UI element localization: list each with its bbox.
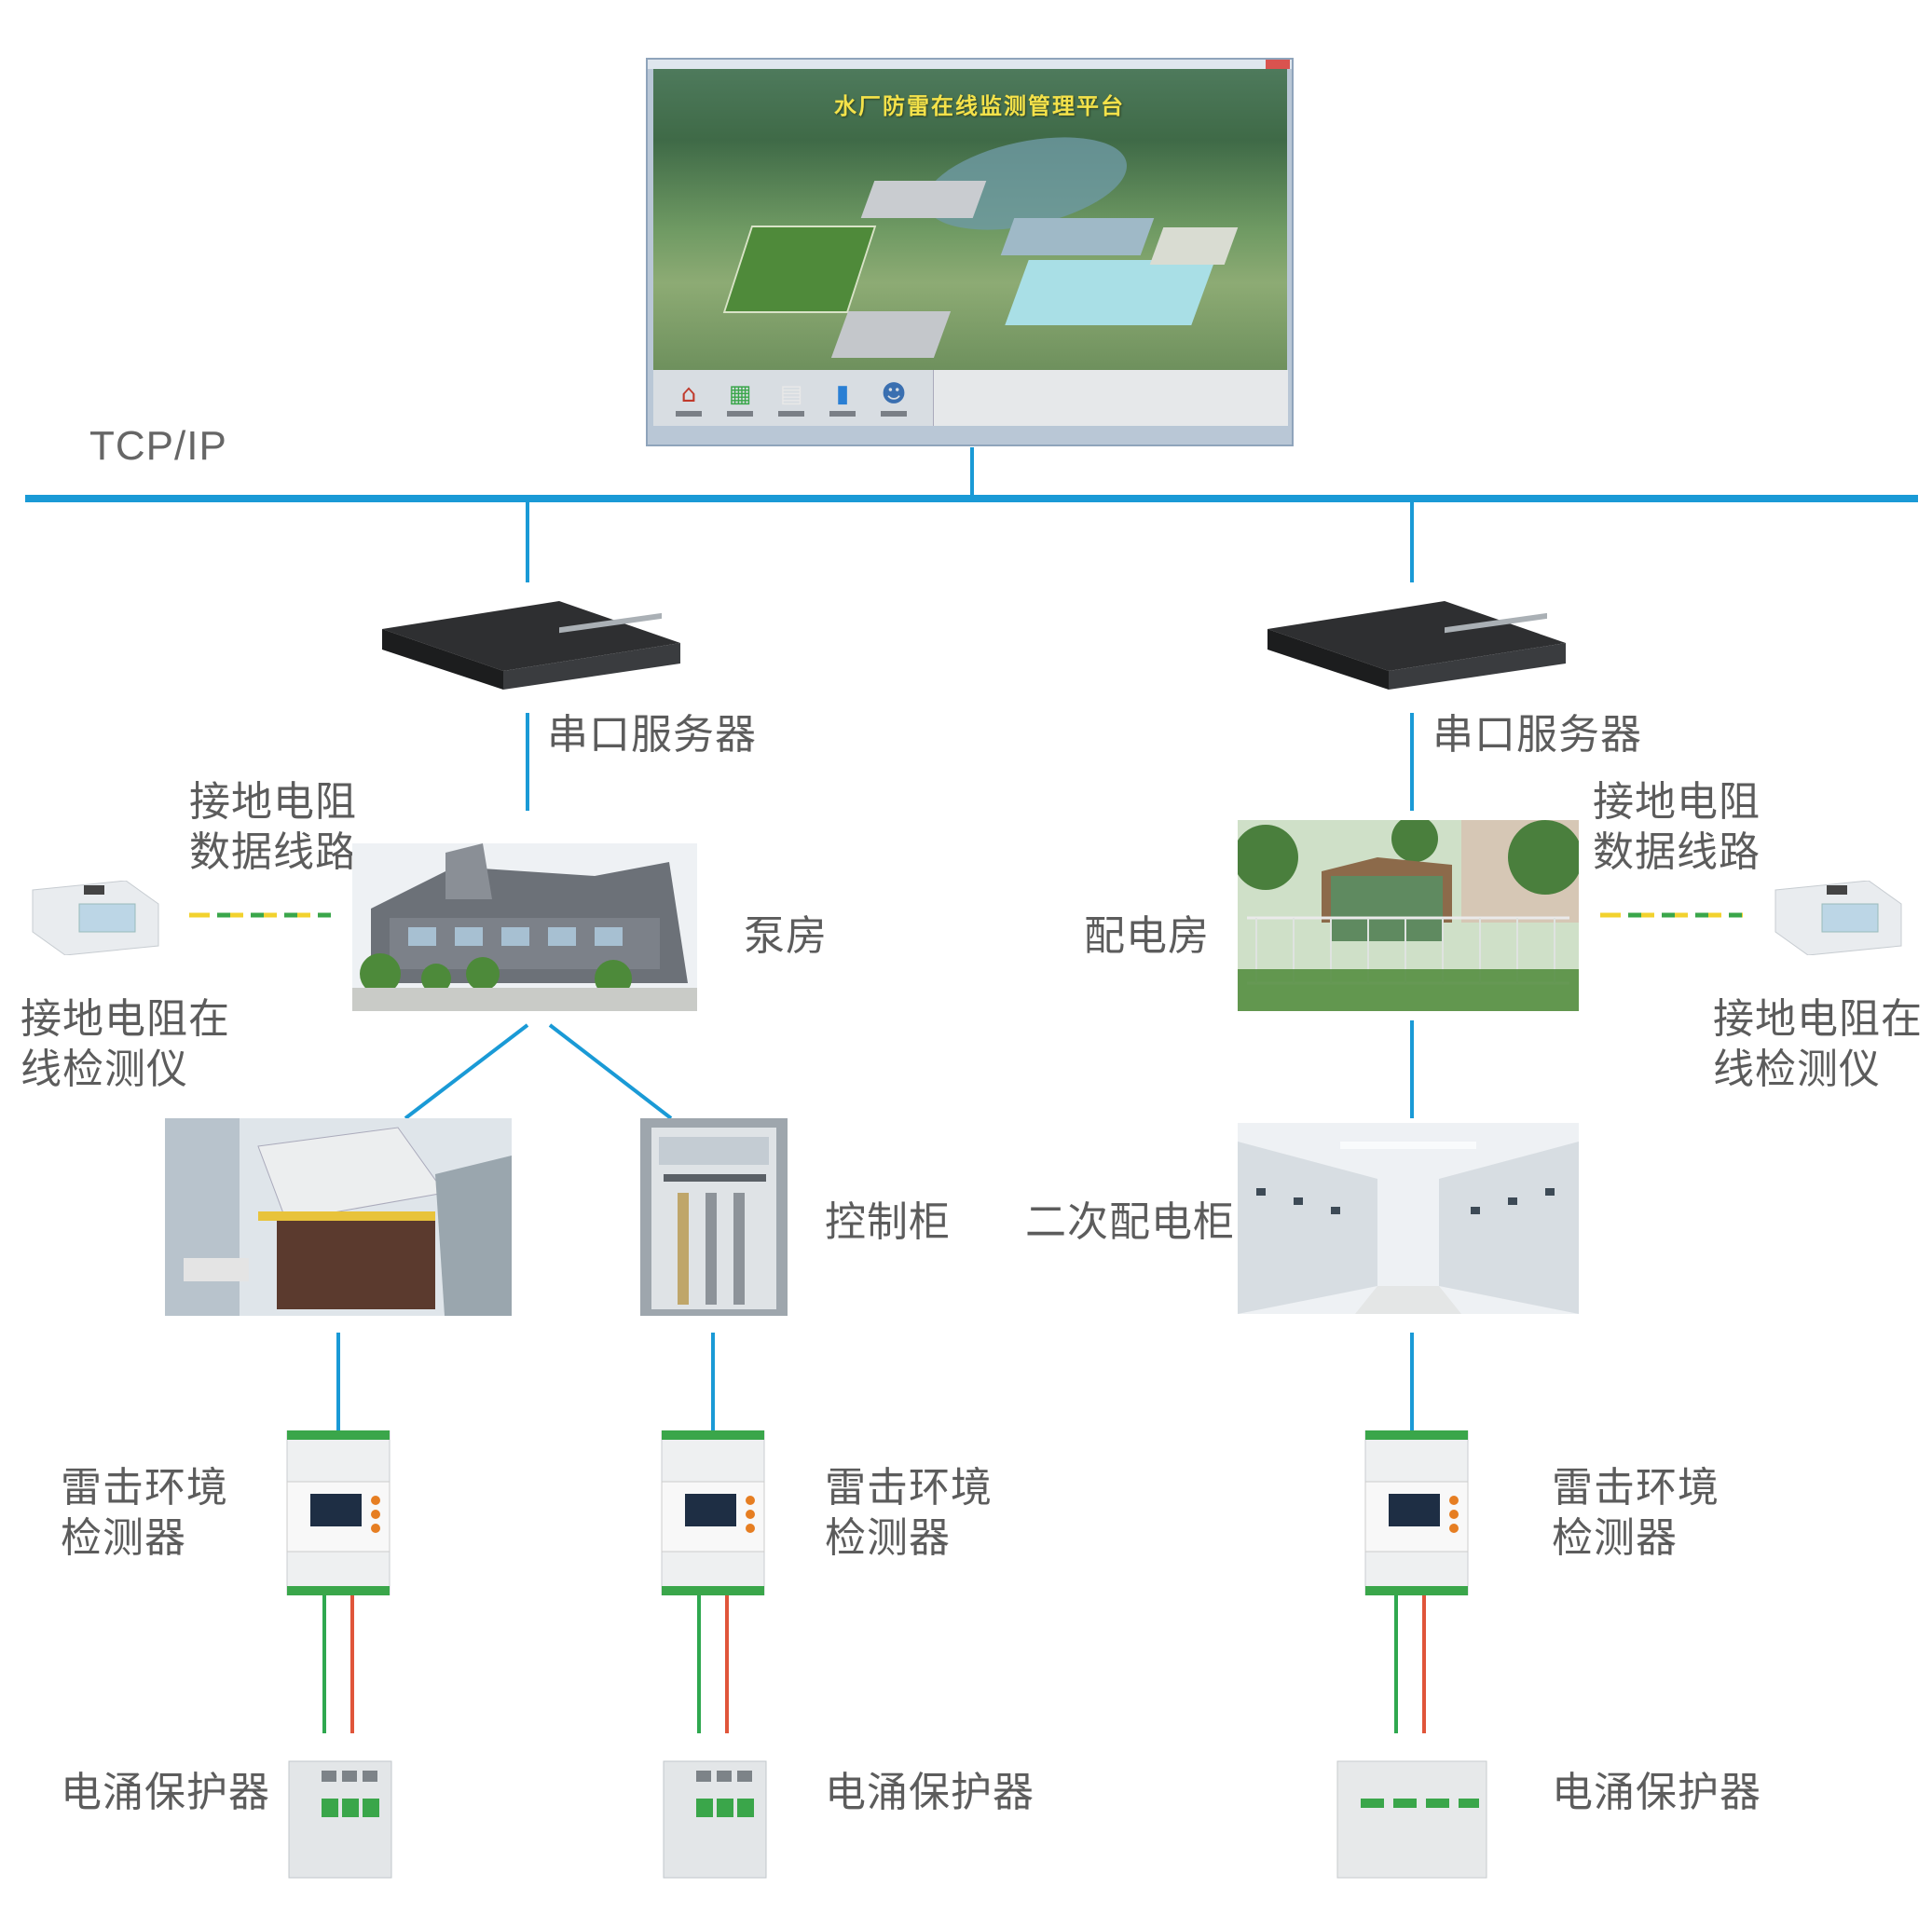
left-ground-line-label: 接地电阻 数据线路	[189, 778, 357, 876]
power-room-image	[1238, 820, 1579, 1011]
control-cabinet-label: 控制柜	[825, 1198, 951, 1246]
platform-toolbar: ⌂ ▦ ▤ ▮ ☻	[653, 370, 933, 426]
right-ground-resistance-meter-image	[1774, 881, 1902, 955]
right-surge-protector-image	[1336, 1760, 1487, 1879]
right-ground-device-label: 接地电阻在 线检测仪	[1713, 995, 1923, 1093]
right-ground-line-label: 接地电阻 数据线路	[1593, 778, 1761, 876]
left-lightning-detector-image	[286, 1430, 391, 1595]
left-ground-device-label: 接地电阻在 线检测仪	[21, 995, 230, 1093]
monitoring-platform-screen: 水厂防雷在线监测管理平台 ⌂ ▦ ▤ ▮ ☻	[646, 58, 1294, 446]
left-serial-server-image	[382, 601, 680, 690]
right-lightning-detector-image	[1364, 1430, 1469, 1595]
pump-to-cabinet2	[548, 1023, 673, 1120]
distribution-cabinet-image	[1238, 1123, 1579, 1314]
pump-house-label: 泵房	[744, 912, 828, 960]
user-icon[interactable]: ☻	[877, 379, 911, 418]
message-panel	[933, 370, 1288, 426]
building-icon[interactable]: ▦	[723, 379, 757, 418]
middle-lightning-detector-image	[661, 1430, 765, 1595]
middle-detector-label: 雷击环境 检测器	[825, 1464, 993, 1562]
tcpip-label: TCP/IP	[89, 423, 227, 469]
left-serial-server-label: 串口服务器	[547, 711, 757, 759]
plant-aerial-view	[653, 69, 1287, 426]
pump-to-cabinet1	[404, 1023, 529, 1120]
middle-spd-label: 电涌保护器	[825, 1769, 1035, 1816]
left-spd-label: 电涌保护器	[61, 1769, 270, 1816]
home-icon[interactable]: ⌂	[672, 379, 706, 418]
power-room-label: 配电房	[1084, 912, 1210, 960]
control-cabinet-1-image	[165, 1118, 512, 1316]
platform-title: 水厂防雷在线监测管理平台	[834, 92, 1125, 119]
document-icon[interactable]: ▤	[774, 379, 808, 418]
left-detector-label: 雷击环境 检测器	[61, 1464, 228, 1562]
middle-surge-protector-image	[663, 1760, 767, 1879]
distribution-cabinet-label: 二次配电柜	[1025, 1198, 1235, 1246]
right-serial-server-label: 串口服务器	[1432, 711, 1642, 759]
bar-chart-icon[interactable]: ▮	[826, 379, 859, 418]
left-ground-resistance-meter-image	[32, 881, 159, 955]
window-titlebar	[648, 60, 1292, 69]
right-detector-label: 雷击环境 检测器	[1552, 1464, 1720, 1562]
control-cabinet-2-image	[640, 1118, 788, 1316]
pump-house-image	[352, 843, 697, 1011]
left-surge-protector-image	[288, 1760, 392, 1879]
right-spd-label: 电涌保护器	[1552, 1769, 1761, 1816]
close-icon[interactable]	[1266, 60, 1290, 69]
right-serial-server-image	[1267, 601, 1566, 690]
